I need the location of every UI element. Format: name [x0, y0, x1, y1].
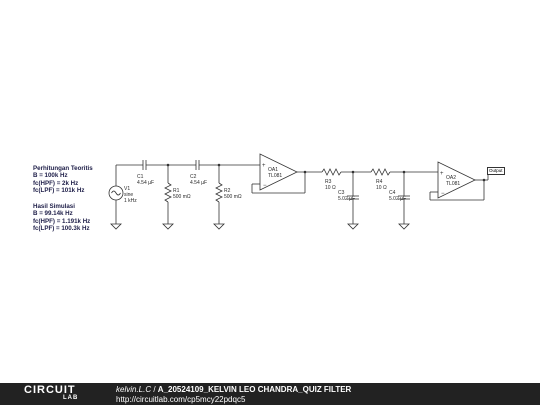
circuitlab-logo[interactable]: CIRCUIT [24, 384, 76, 396]
c1-value: 4.54 µF [137, 180, 155, 186]
sim-line: fc(LPF) = 100.3k Hz [33, 224, 90, 232]
oa1-opamp[interactable] [259, 153, 298, 191]
output-node-label[interactable]: Output [487, 167, 505, 175]
c4-value: 5.02 µF [389, 196, 407, 202]
oa2-name: OA2 [446, 175, 457, 181]
r2-name: R2 [224, 188, 231, 194]
junction-dot [217, 163, 221, 167]
sim-line: B = 99.14k Hz [33, 210, 73, 218]
oa2-opamp[interactable] [437, 161, 476, 199]
author-name[interactable]: kelvin.L.C [116, 385, 152, 394]
ground-symbol-r2 [213, 223, 225, 230]
c2-value: 4.54 µF [190, 180, 208, 186]
theory-line: fc(LPF) = 101k Hz [33, 186, 85, 194]
c4-label: C4 5.02 µF [389, 190, 406, 202]
oa2-minus-sign: − [441, 191, 445, 197]
junction-dot [303, 170, 307, 174]
oa1-label: OA1 TL081 [268, 167, 282, 179]
oa1-plus-sign: + [262, 163, 266, 169]
c2-name: C2 [190, 174, 197, 180]
c1-label: C1 4.54 µF [137, 174, 154, 186]
theory-line: B = 100k Hz [33, 172, 68, 180]
footer-bar: CIRCUIT LAB kelvin.L.C / A_20524109_KELV… [0, 383, 540, 405]
ground-symbol-c4 [398, 223, 410, 230]
r4-resistor[interactable] [370, 168, 391, 176]
r4-name: R4 [376, 179, 383, 185]
junction-dot [166, 163, 170, 167]
theory-notes: Perhitungan Teoritis B = 100k Hz fc(HPF)… [33, 165, 93, 194]
c4-name: C4 [389, 190, 396, 196]
r1-value: 500 mΩ [173, 194, 191, 200]
r1-name: R1 [173, 188, 180, 194]
circuit-title: kelvin.L.C / A_20524109_KELVIN LEO CHAND… [116, 385, 351, 394]
r3-value: 10 Ω [325, 185, 336, 191]
sim-heading: Hasil Simulasi [33, 203, 75, 210]
v1-name: V1 [124, 186, 131, 192]
c1-capacitor[interactable] [142, 160, 147, 170]
theory-heading: Perhitungan Teoritis [33, 165, 93, 172]
c3-name: C3 [338, 190, 345, 196]
circuit-name[interactable]: A_20524109_KELVIN LEO CHANDRA_QUIZ FILTE… [157, 385, 352, 394]
r4-value: 10 Ω [376, 185, 387, 191]
oa2-plus-sign: + [440, 171, 444, 177]
oa1-model: TL081 [268, 173, 283, 179]
v1-type: sine [124, 192, 134, 198]
oa1-minus-sign: − [263, 183, 267, 189]
r2-label: R2 500 mΩ [224, 188, 242, 200]
junction-dot [482, 178, 486, 182]
c3-label: C3 5.02 µF [338, 190, 355, 202]
ground-symbol-r1 [162, 223, 174, 230]
r4-label: R4 10 Ω [376, 179, 387, 191]
junction-dot [402, 170, 406, 174]
c2-label: C2 4.54 µF [190, 174, 207, 186]
v1-sine-source[interactable] [108, 185, 124, 201]
title-separator: / [151, 385, 158, 394]
junction-dot [351, 170, 355, 174]
v1-value: 1 kHz [124, 198, 137, 204]
simulation-notes: Hasil Simulasi B = 99.14k Hz fc(HPF) = 1… [33, 203, 90, 232]
r3-name: R3 [325, 179, 332, 185]
oa2-label: OA2 TL081 [446, 175, 460, 187]
c2-capacitor[interactable] [195, 160, 200, 170]
sim-line: fc(HPF) = 1.191k Hz [33, 217, 91, 225]
r3-resistor[interactable] [321, 168, 342, 176]
ground-symbol-c3 [347, 223, 359, 230]
r2-value: 500 mΩ [224, 194, 242, 200]
oa1-name: OA1 [268, 167, 279, 173]
c3-value: 5.02 µF [338, 196, 356, 202]
r3-label: R3 10 Ω [325, 179, 336, 191]
theory-line: fc(HPF) = 2k Hz [33, 179, 79, 187]
r1-resistor[interactable] [164, 182, 172, 203]
oa2-model: TL081 [446, 181, 461, 187]
r2-resistor[interactable] [215, 182, 223, 203]
ground-symbol-v1 [110, 223, 122, 230]
r1-label: R1 500 mΩ [173, 188, 191, 200]
circuitlab-logo-lab: LAB [63, 395, 79, 401]
circuit-url[interactable]: http://circuitlab.com/cp5mcy22pdqc5 [116, 395, 246, 404]
v1-label: V1 sine 1 kHz [124, 186, 137, 204]
c1-name: C1 [137, 174, 144, 180]
schematic-canvas: + − + − [108, 153, 489, 230]
